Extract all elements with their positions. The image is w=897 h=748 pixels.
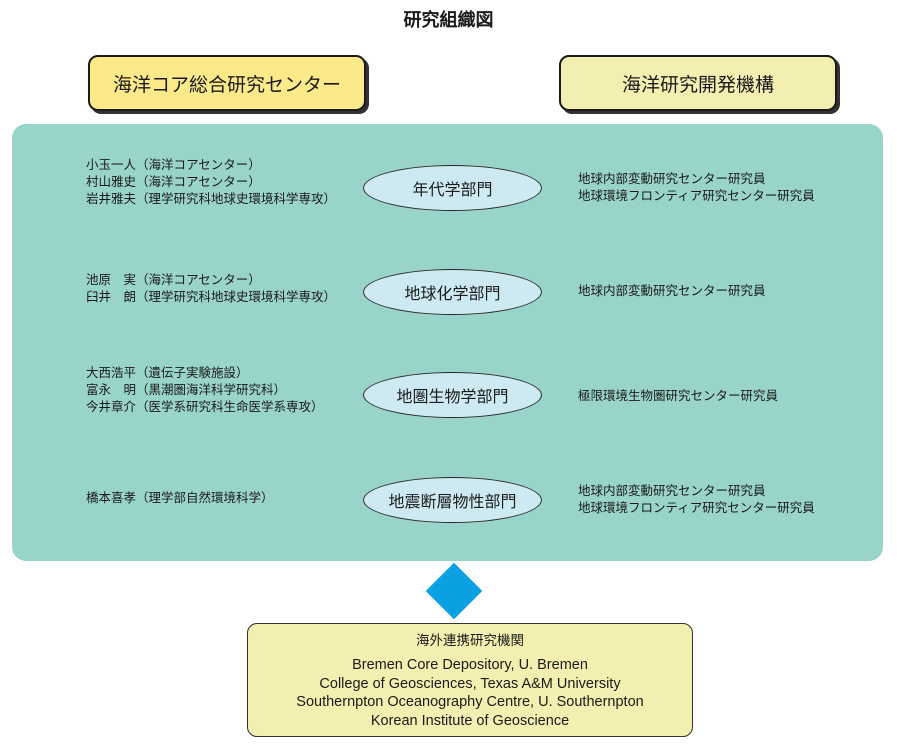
department-oval: 地震断層物性部門 xyxy=(363,477,542,523)
member-name: 池原 実（海洋コアセンター） xyxy=(86,272,261,287)
member-name: 橋本喜孝（理学部自然環境科学） xyxy=(86,490,274,505)
right-organization-label: 海洋研究開発機構 xyxy=(621,73,774,96)
department-roles: 地球内部変動研究センター研究員 地球環境フロンティア研究センター研究員 xyxy=(578,482,815,516)
member-name: 大西浩平（遺伝子実験施設） xyxy=(86,365,249,380)
member-name: 小玉一人（海洋コアセンター） xyxy=(86,157,261,172)
diagram-title: 研究組織図 xyxy=(403,10,494,31)
department-oval: 地球化学部門 xyxy=(363,269,542,315)
partner-item: College of Geosciences, Texas A&M Univer… xyxy=(319,675,621,692)
role-text: 地球環境フロンティア研究センター研究員 xyxy=(578,500,815,515)
partner-item: Korean Institute of Geoscience xyxy=(370,712,570,729)
department-members: 池原 実（海洋コアセンター） 臼井 朗（理学研究科地球史環境科学専攻） xyxy=(86,271,336,305)
left-organization-label: 海洋コア総合研究センター xyxy=(112,73,341,96)
member-name: 今井章介（医学系研究科生命医学系専攻） xyxy=(86,399,324,414)
role-text: 極限環境生物圏研究センター研究員 xyxy=(578,388,779,403)
role-text: 地球内部変動研究センター研究員 xyxy=(578,483,766,498)
partner-institutions-title: 海外連携研究機関 xyxy=(416,633,524,649)
member-name: 富永 明（黒潮圏海洋科学研究科） xyxy=(86,382,287,397)
department-name: 地震断層物性部門 xyxy=(388,492,517,511)
department-roles: 極限環境生物圏研究センター研究員 xyxy=(578,387,778,404)
partner-item: Bremen Core Depository, U. Bremen xyxy=(352,657,588,673)
connector-diamond-icon xyxy=(425,562,483,620)
department-name: 年代学部門 xyxy=(412,180,493,199)
department-members: 橋本喜孝（理学部自然環境科学） xyxy=(86,489,274,506)
department-roles: 地球内部変動研究センター研究員 地球環境フロンティア研究センター研究員 xyxy=(578,170,815,204)
role-text: 地球内部変動研究センター研究員 xyxy=(578,171,766,186)
department-roles: 地球内部変動研究センター研究員 xyxy=(578,282,766,299)
right-organization-box: 海洋研究開発機構 xyxy=(559,55,837,111)
department-oval: 年代学部門 xyxy=(363,165,542,211)
member-name: 村山雅史（海洋コアセンター） xyxy=(86,174,261,189)
partner-institutions-list: Bremen Core Depository, U. Bremen Colleg… xyxy=(248,656,692,730)
department-name: 地球化学部門 xyxy=(404,284,501,303)
department-members: 大西浩平（遺伝子実験施設） 富永 明（黒潮圏海洋科学研究科） 今井章介（医学系研… xyxy=(86,364,324,415)
role-text: 地球環境フロンティア研究センター研究員 xyxy=(578,188,815,203)
partner-institutions-box: 海外連携研究機関 Bremen Core Depository, U. Brem… xyxy=(247,623,693,737)
member-name: 岩井雅夫（理学研究科地球史環境科学専攻） xyxy=(86,191,337,206)
department-name: 地圏生物学部門 xyxy=(396,387,509,406)
left-organization-box: 海洋コア総合研究センター xyxy=(88,55,366,111)
role-text: 地球内部変動研究センター研究員 xyxy=(578,283,766,298)
member-name: 臼井 朗（理学研究科地球史環境科学専攻） xyxy=(86,289,337,304)
partner-item: Southernpton Oceanography Centre, U. Sou… xyxy=(296,694,644,710)
department-oval: 地圏生物学部門 xyxy=(363,372,542,418)
department-members: 小玉一人（海洋コアセンター） 村山雅史（海洋コアセンター） 岩井雅夫（理学研究科… xyxy=(86,156,336,207)
